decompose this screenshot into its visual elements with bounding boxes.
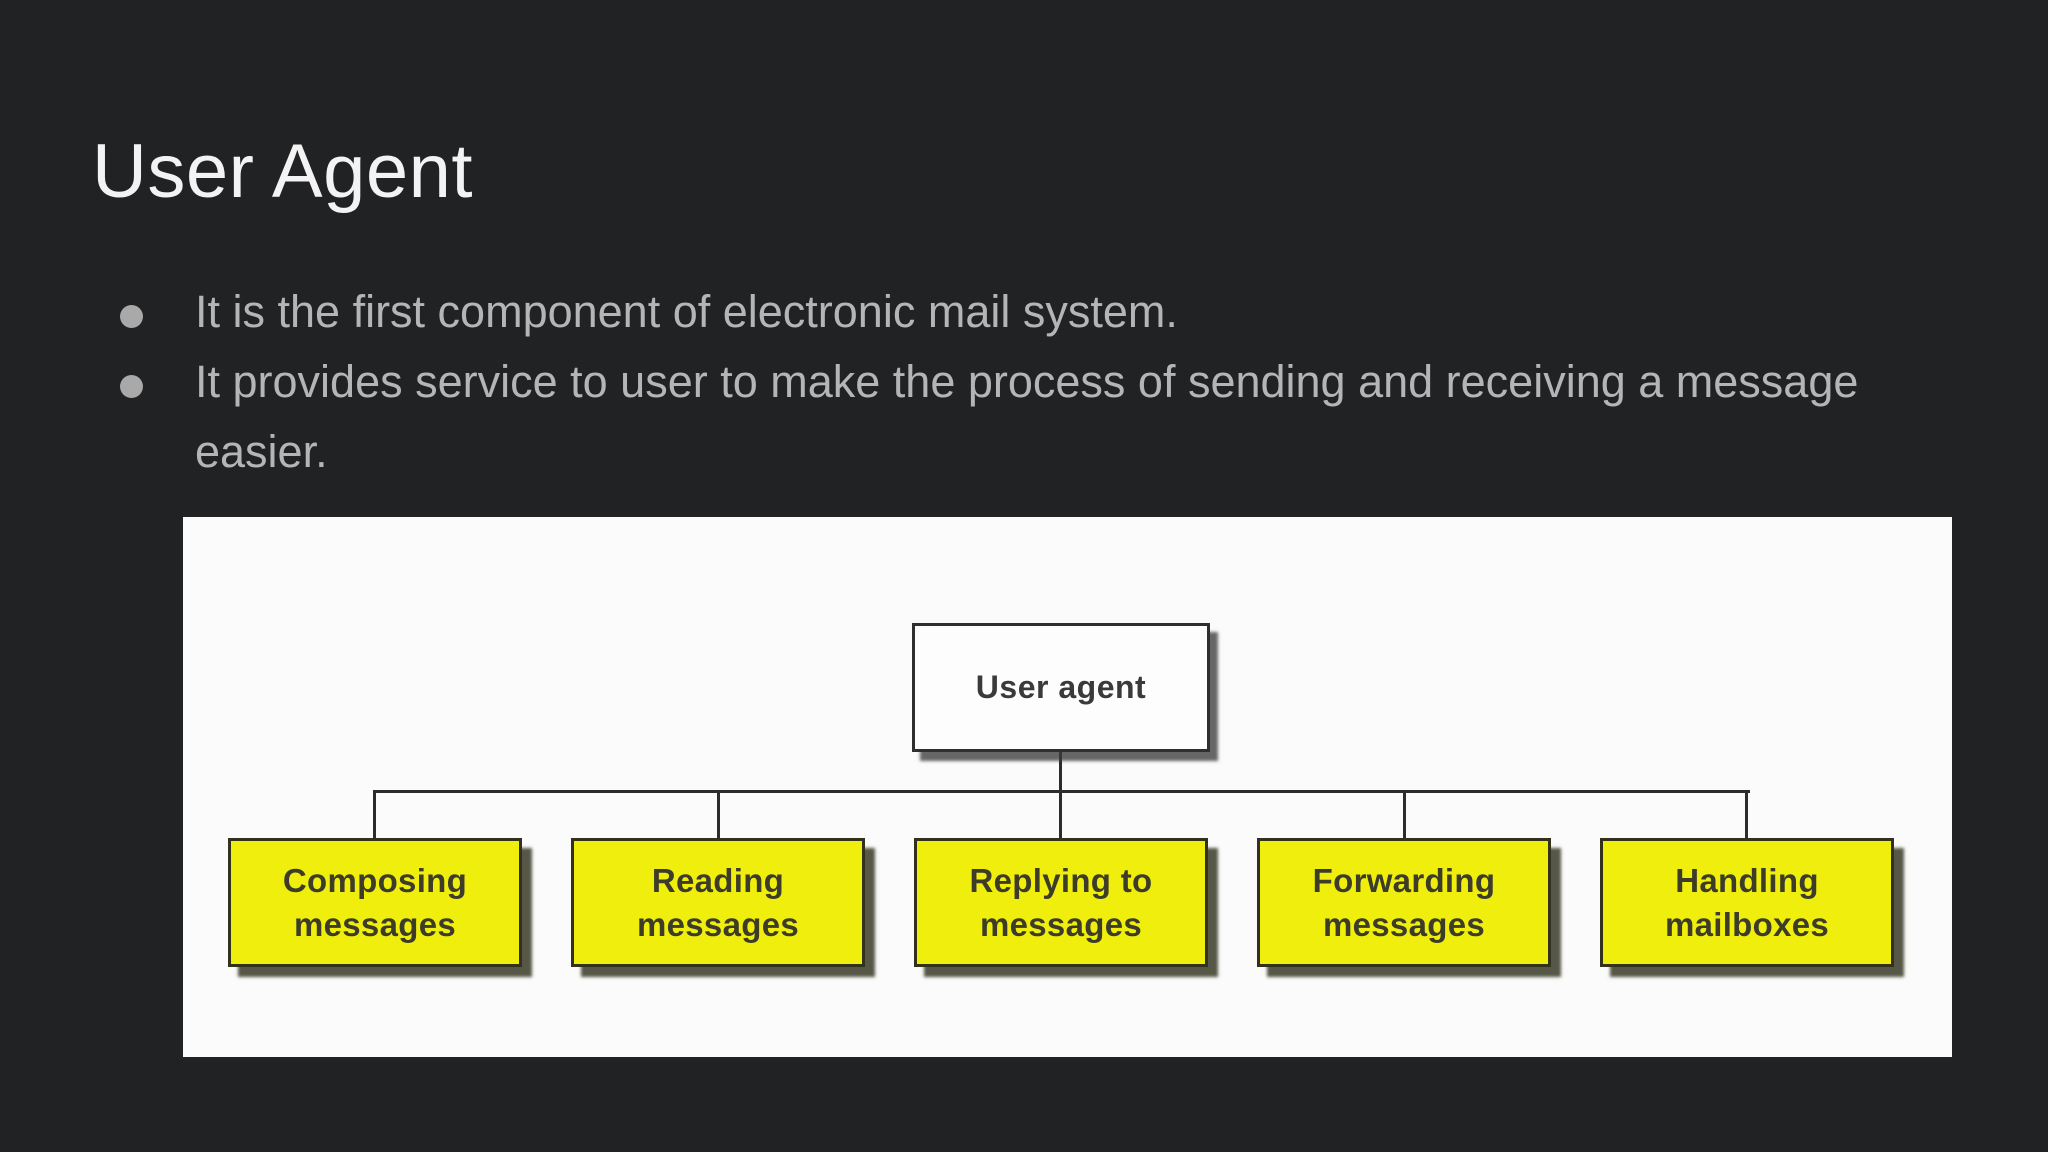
diagram-node-label-line: Composing — [282, 861, 468, 899]
page-title: User Agent — [92, 129, 473, 214]
diagram-node-composing-messages: Composing messages — [228, 838, 522, 967]
bullet-text: It is the first component of electronic … — [195, 286, 1178, 337]
connector-drop-line — [373, 790, 376, 838]
diagram-node-label-line: messages — [293, 905, 457, 943]
diagram-node-label-line: messages — [636, 905, 800, 943]
diagram-node-forwarding-messages: Forwarding messages — [1257, 838, 1551, 967]
diagram-node-label-line: messages — [979, 905, 1143, 943]
diagram-node-label-line: mailboxes — [1664, 905, 1830, 943]
list-item: It is the first component of electronic … — [92, 277, 1912, 347]
bullet-dot-icon — [120, 305, 143, 328]
diagram-node-label-line: Forwarding — [1312, 861, 1496, 899]
list-item: It provides service to user to make the … — [92, 347, 1912, 487]
diagram-node-label-line: Replying to — [969, 861, 1153, 899]
diagram-node-label: User agent — [975, 669, 1147, 705]
bullet-list: It is the first component of electronic … — [92, 277, 1912, 487]
diagram-node-user-agent: User agent — [912, 623, 1210, 752]
connector-drop-line — [1403, 790, 1406, 838]
diagram-panel: User agent Composing messages Reading me… — [183, 517, 1952, 1057]
diagram-node-reading-messages: Reading messages — [571, 838, 865, 967]
connector-root-line — [1059, 752, 1062, 838]
diagram-node-handling-mailboxes: Handling mailboxes — [1600, 838, 1894, 967]
connector-horizontal-line — [374, 790, 1750, 793]
bullet-dot-icon — [120, 375, 143, 398]
diagram-node-replying-to-messages: Replying to messages — [914, 838, 1208, 967]
bullet-text: It provides service to user to make the … — [195, 356, 1859, 477]
connector-drop-line — [1745, 790, 1748, 838]
diagram-node-label-line: Reading — [651, 861, 785, 899]
diagram-node-label-line: Handling — [1675, 861, 1819, 899]
connector-drop-line — [717, 790, 720, 838]
diagram-node-label-line: messages — [1322, 905, 1486, 943]
